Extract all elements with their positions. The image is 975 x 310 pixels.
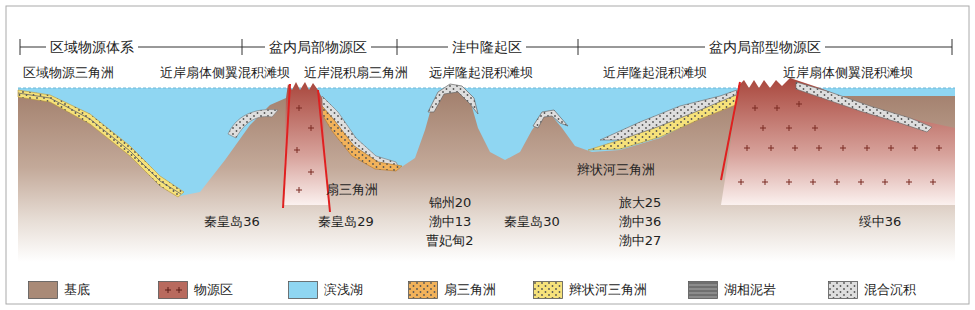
legend-item: 辫状河三角洲 xyxy=(533,281,647,299)
field-name: 曹妃甸2 xyxy=(426,233,473,249)
legend-swatch-fill xyxy=(829,282,858,299)
legend-swatch-fill xyxy=(289,282,318,299)
legend-text: 基底 xyxy=(64,281,90,299)
header-line xyxy=(20,39,952,55)
legend-item: 湖相泥岩 xyxy=(688,281,776,299)
field-name: 渤中36 xyxy=(619,214,662,230)
legend-item: 扇三角洲 xyxy=(408,281,496,299)
facies-label: 近岸隆起混积滩坝 xyxy=(603,65,707,81)
facies-label: 辫状河三角洲 xyxy=(577,162,655,178)
field-name: 绥中36 xyxy=(859,214,902,230)
mixed-deposit xyxy=(228,110,278,138)
mixed-deposit xyxy=(796,82,932,132)
legend-item: 基底 xyxy=(28,281,90,299)
braided-delta xyxy=(18,90,184,197)
legend-swatch-fill xyxy=(409,282,438,299)
facies-label: 区域物源三角洲 xyxy=(23,65,114,81)
legend-text: 扇三角洲 xyxy=(444,281,496,299)
legend-swatch xyxy=(533,281,563,299)
granite-crosses xyxy=(294,101,942,193)
legend-swatch xyxy=(828,281,858,299)
legend-swatch xyxy=(28,281,58,299)
legend-item: 物源区 xyxy=(158,281,233,299)
legend-swatch-fill xyxy=(29,282,58,299)
region-header: 盆内局部物源区 xyxy=(265,39,371,56)
field-name: 锦州20 xyxy=(429,195,472,211)
frame xyxy=(6,6,969,304)
source-area xyxy=(721,78,955,205)
legend-text: 混合沉积 xyxy=(864,281,916,299)
field-name: 渤中27 xyxy=(619,233,662,249)
legend-swatch-fill xyxy=(534,282,563,299)
region-header: 盆内局部型物源区 xyxy=(705,39,825,56)
legend-swatch xyxy=(688,281,718,299)
field-name: 旅大25 xyxy=(619,195,662,211)
legend-text: 湖相泥岩 xyxy=(724,281,776,299)
legend-text: 滨浅湖 xyxy=(324,281,363,299)
legend-swatch-fill xyxy=(689,282,718,299)
mixed-deposit xyxy=(600,90,737,140)
legend-text: 辫状河三角洲 xyxy=(569,281,647,299)
field-name: 渤中13 xyxy=(429,214,472,230)
facies-label: 远岸隆起混积滩坝 xyxy=(429,65,533,81)
facies-label: 近岸扇体侧翼混积滩坝 xyxy=(783,65,913,81)
region-header: 区域物源体系 xyxy=(46,39,138,56)
region-header: 洼中隆起区 xyxy=(448,39,526,56)
legend-text: 物源区 xyxy=(194,281,233,299)
legend-swatch xyxy=(288,281,318,299)
mixed-deposit xyxy=(428,84,478,114)
legend-item: 混合沉积 xyxy=(828,281,916,299)
field-name: 秦皇岛29 xyxy=(318,214,374,230)
field-name: 秦皇岛36 xyxy=(204,214,260,230)
legend-swatch-fill xyxy=(159,282,188,299)
fan-delta xyxy=(322,106,402,171)
legend-swatch xyxy=(408,281,438,299)
mixed-deposit xyxy=(533,110,568,128)
fault-line xyxy=(283,82,740,212)
field-name: 秦皇岛30 xyxy=(504,214,560,230)
facies-label: 近岸混积扇三角洲 xyxy=(304,65,408,81)
facies-label: 扇三角洲 xyxy=(326,182,378,198)
legend-swatch xyxy=(158,281,188,299)
facies-label: 近岸扇体侧翼混积滩坝 xyxy=(160,65,290,81)
legend-item: 滨浅湖 xyxy=(288,281,363,299)
